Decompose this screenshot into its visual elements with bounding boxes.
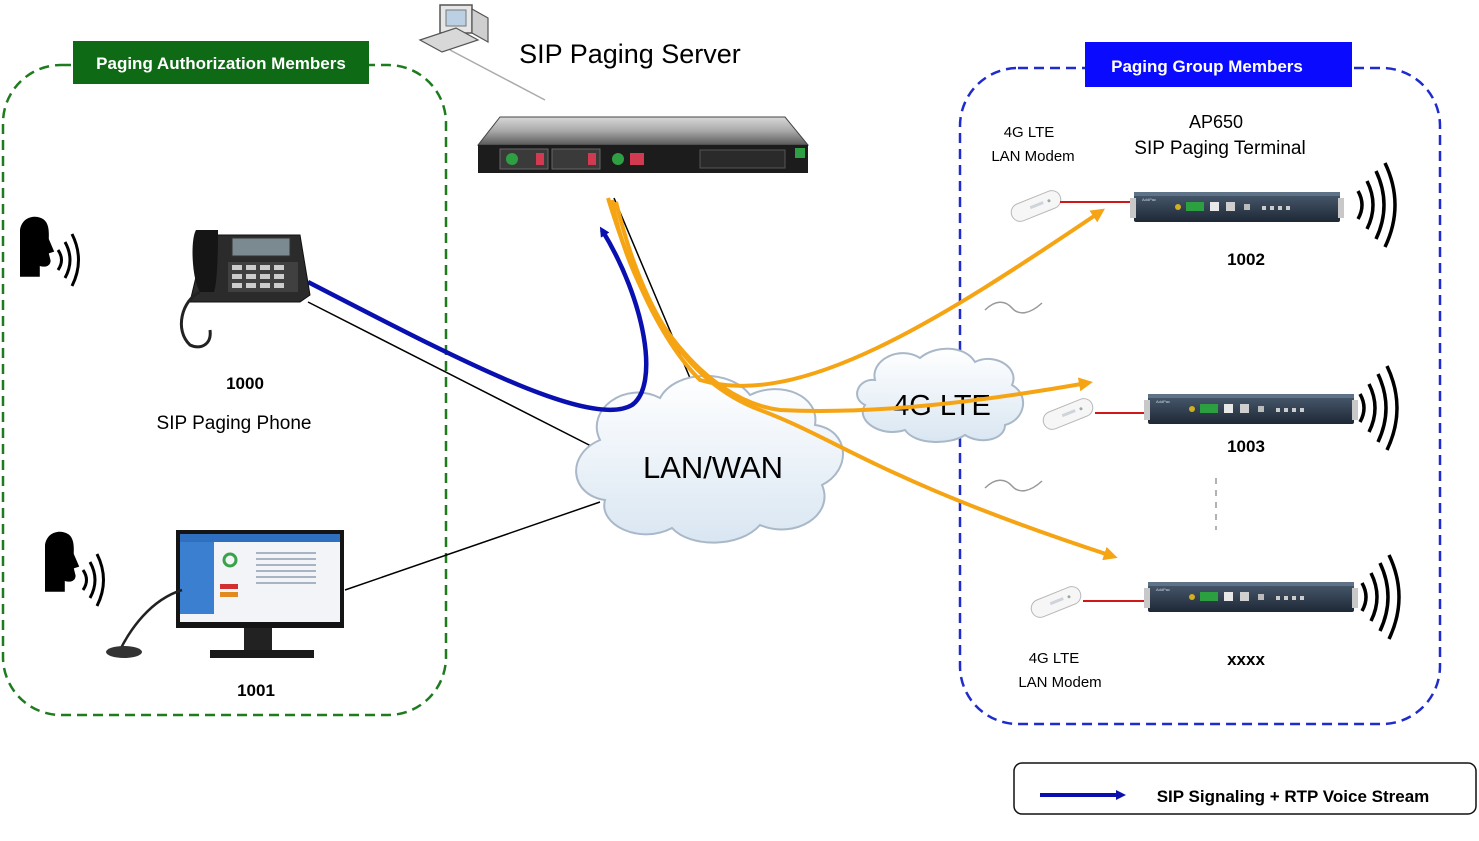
- lte-path-1002: [606, 197, 1105, 388]
- lte-path-1003: [610, 199, 1093, 413]
- lte-path-xxxx: [614, 201, 1118, 561]
- legend: SIP Signaling + RTP Voice Stream: [1013, 762, 1477, 815]
- speaking-head-icon: [45, 531, 105, 608]
- speaking-head-icon: [20, 216, 80, 288]
- modem-bottom-label-line2: LAN Modem: [1018, 674, 1101, 691]
- phone-link-line: [307, 301, 596, 449]
- phone-ext: 1000: [226, 374, 264, 393]
- wireless-link-icon: [984, 479, 1043, 492]
- pc-link-line: [344, 501, 601, 591]
- rack-server-icon: [476, 116, 810, 173]
- paging-terminal-icon: [1144, 394, 1358, 424]
- admin-pc-line: [449, 49, 546, 101]
- auth-group-header-bg: [73, 41, 369, 84]
- legend-text: SIP Signaling + RTP Voice Stream: [1157, 787, 1430, 806]
- admin-pc-icon: [418, 4, 489, 53]
- pc-with-microphone-icon: [106, 530, 344, 658]
- server-title: SIP Paging Server: [519, 39, 741, 69]
- desk-phone-icon: [179, 230, 311, 349]
- terminal-ext: 1003: [1227, 437, 1265, 456]
- phone-name: SIP Paging Phone: [157, 413, 312, 434]
- terminal-ext: 1002: [1227, 250, 1265, 269]
- speaker-waves-icon: [1360, 553, 1401, 641]
- terminal-model: AP650: [1189, 112, 1243, 132]
- lte-modem-icon: [1040, 395, 1096, 433]
- speaker-waves-icon: [1356, 161, 1397, 249]
- auth-group-header: Paging Authorization Members: [96, 54, 346, 73]
- terminal-ext: xxxx: [1227, 650, 1265, 669]
- modem-top-label-line1: 4G LTE: [1004, 124, 1055, 141]
- pc-ext: 1001: [237, 681, 275, 700]
- speaker-waves-icon: [1358, 364, 1399, 452]
- lan-wan-cloud: LAN/WAN: [575, 374, 844, 544]
- signaling-path-phone-server: [306, 226, 649, 413]
- modem-bottom-label-line1: 4G LTE: [1029, 650, 1080, 667]
- lte-modem-icon: [1028, 583, 1084, 621]
- lte-cloud: 4G LTE: [856, 347, 1025, 443]
- paging-group-header: Paging Group Members: [1111, 57, 1303, 76]
- terminal-desc: SIP Paging Terminal: [1134, 138, 1305, 159]
- paging-group-header-bg: [1085, 42, 1352, 87]
- lte-modem-icon: [1008, 187, 1064, 225]
- wireless-link-icon: [984, 301, 1043, 314]
- lan-wan-label: LAN/WAN: [643, 450, 783, 485]
- paging-terminal-icon: [1130, 192, 1344, 222]
- modem-top-label-line2: LAN Modem: [991, 148, 1074, 165]
- paging-terminal-icon: [1144, 582, 1358, 612]
